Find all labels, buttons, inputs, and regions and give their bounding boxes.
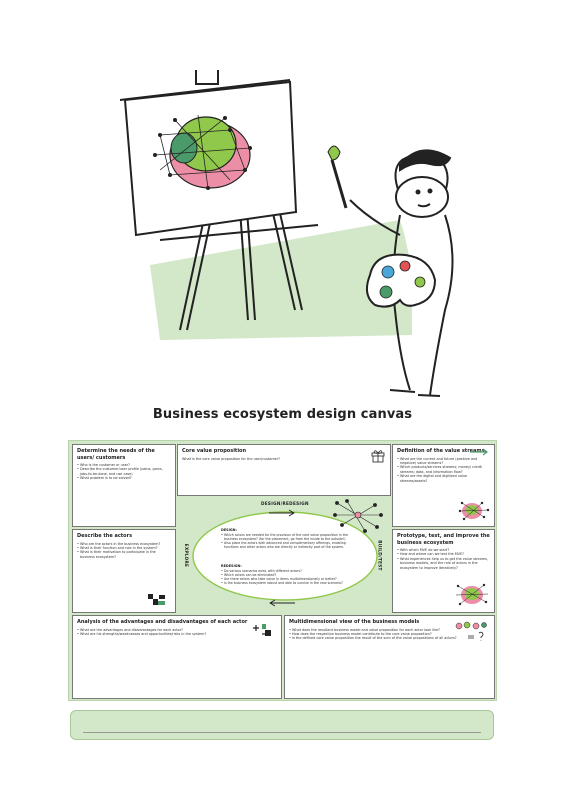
multidimensional-section: Multidimensional view of the business mo… xyxy=(284,615,495,699)
prototype-section: Prototype, test, and improve the busines… xyxy=(392,529,495,613)
list-item: What are his strengths/weaknesses and op… xyxy=(77,632,277,637)
page-title: Business ecosystem design canvas xyxy=(152,407,413,422)
design-subheading: DESIGN: xyxy=(221,528,237,532)
list-item: What experiences help us to get the valu… xyxy=(397,557,490,570)
ecosystem-painting-icon xyxy=(153,114,252,190)
value-streams-section: Definition of the value streams What are… xyxy=(392,444,495,527)
multi-list: What does the resultant business model a… xyxy=(289,628,490,642)
list-item: What are the advantages and disadvantage… xyxy=(77,628,277,633)
list-item: With which MVE do we start? xyxy=(397,548,490,553)
analysis-list: What are the advantages and disadvantage… xyxy=(77,628,277,637)
list-item: What is their motivation to participate … xyxy=(77,550,171,559)
color-palette-icon xyxy=(365,253,437,308)
arrow-right-icon xyxy=(269,509,295,517)
multi-heading: Multidimensional view of the business mo… xyxy=(289,619,420,625)
definition-list: What are the current and future (positiv… xyxy=(397,457,490,483)
paint-brush-icon xyxy=(327,145,348,209)
list-item: Is the business ecosystem robust and abl… xyxy=(221,581,355,585)
list-item: What problem is to be solved? xyxy=(77,476,171,481)
list-item: What is their function and role in the s… xyxy=(77,546,171,551)
cycle-label-left: EXPLORE xyxy=(184,543,190,568)
list-item: How and where can we test the MVE? xyxy=(397,552,490,557)
list-item: What does the resultant business model a… xyxy=(289,628,490,633)
list-item: Which actors are needed for the provisio… xyxy=(221,533,355,541)
needs-section: Determine the needs of the users/ custom… xyxy=(72,444,176,527)
list-item: Describe the customer/user profile (pain… xyxy=(77,467,171,476)
list-item: Who are the actors in the business ecosy… xyxy=(77,542,171,547)
prototype-heading: Prototype, test, and improve the busines… xyxy=(397,533,490,546)
definition-heading: Definition of the value streams xyxy=(397,448,485,454)
cycle-label-top: DESIGN/REDESIGN xyxy=(261,501,309,506)
list-item: Which actors can be eliminated? xyxy=(221,573,355,577)
core-heading: Core value proposition xyxy=(182,448,247,454)
gift-icon xyxy=(371,450,385,463)
core-value-section: Core value proposition What is the core … xyxy=(177,444,391,496)
business-models-icon xyxy=(455,621,487,641)
list-item: Is the defined core value proposition th… xyxy=(289,636,490,641)
needs-list: Who is the customer or user? Describe th… xyxy=(77,463,171,481)
analysis-heading: Analysis of the advantages and disadvant… xyxy=(77,619,248,625)
redesign-subheading: REDESIGN: xyxy=(221,564,242,568)
green-ground-shape xyxy=(150,220,412,340)
list-item: What are the current and future (positiv… xyxy=(397,457,490,466)
network-icon xyxy=(333,499,383,533)
list-item: How does the respective business model c… xyxy=(289,632,490,637)
cycle-label-right: BUILD/TEST xyxy=(377,540,383,571)
list-item: Are there actors who take value in items… xyxy=(221,577,355,581)
list-item: Which products/services streams; money/ … xyxy=(397,465,490,474)
design-cycle: DESIGN/REDESIGN EXPLORE BUILD/TEST DESIG… xyxy=(177,497,391,613)
actors-puzzle-icon xyxy=(148,594,165,605)
bottom-panel xyxy=(70,710,494,740)
needs-heading: Determine the needs of the users/ custom… xyxy=(77,448,155,461)
design-canvas: Determine the needs of the users/ custom… xyxy=(68,440,497,701)
design-list: Which actors are needed for the provisio… xyxy=(221,533,355,549)
divider-line xyxy=(83,732,481,733)
actors-list: Who are the actors in the business ecosy… xyxy=(77,542,171,560)
redesign-subsection: REDESIGN: Do various scenarios exist, wi… xyxy=(221,564,355,585)
list-item: Also place the actors with advanced and … xyxy=(221,541,355,549)
prototype-ecosystem-icon xyxy=(455,583,489,606)
ecosystem-network-icon xyxy=(458,501,490,521)
redesign-list: Do various scenarios exist, with differe… xyxy=(221,569,355,585)
list-item: Who is the customer or user? xyxy=(77,463,171,468)
plus-minus-icon xyxy=(253,624,271,636)
core-text: What is the core value proposition for t… xyxy=(182,456,280,461)
list-item: What are the digital and digitized value… xyxy=(397,474,490,483)
value-stream-diagram-icon xyxy=(470,448,488,456)
arrow-left-icon xyxy=(269,599,295,607)
analysis-section: Analysis of the advantages and disadvant… xyxy=(72,615,282,699)
cycle-ellipse xyxy=(192,499,383,607)
painter-easel-illustration xyxy=(119,70,454,397)
design-subsection: DESIGN: Which actors are needed for the … xyxy=(221,528,355,549)
actors-heading: Describe the actors xyxy=(77,533,133,539)
prototype-list: With which MVE do we start? How and wher… xyxy=(397,548,490,570)
actors-section: Describe the actors Who are the actors i… xyxy=(72,529,176,613)
list-item: Do various scenarios exist, with differe… xyxy=(221,569,355,573)
painter-figure xyxy=(349,149,454,397)
